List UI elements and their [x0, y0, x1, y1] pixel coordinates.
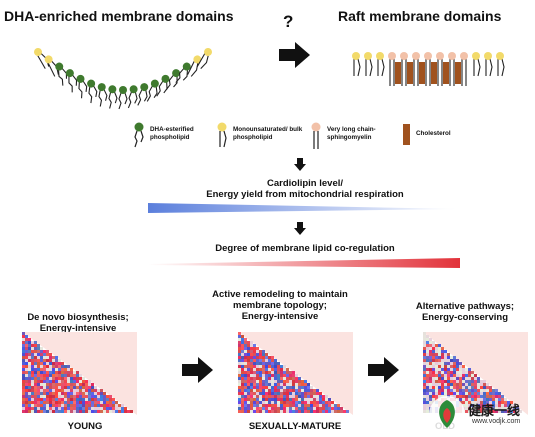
mono-phospholipid [34, 48, 50, 69]
legend: DHA-esterified phospholipid Monounsatura… [130, 122, 451, 152]
cholesterol [395, 62, 401, 84]
left-title: DHA-enriched membrane domains [4, 8, 234, 24]
heatmap-background [423, 332, 528, 415]
stage-mature-caption: Active remodeling to maintain membrane t… [212, 289, 348, 322]
sphingomyelin [424, 52, 432, 86]
sphingomyelin [436, 52, 444, 86]
dha-phospholipid [65, 69, 78, 93]
dha-phospholipid [175, 62, 191, 83]
coregulation-gradient [148, 258, 460, 268]
dha-phospholipid [127, 85, 138, 109]
sphingomyelin [388, 52, 396, 86]
cholesterol [455, 62, 461, 84]
legend-dha-label: DHA-esterified phospholipid [150, 126, 194, 141]
cholesterol-icon [403, 124, 410, 145]
mono-phospholipid-icon [217, 122, 227, 148]
watermark-url: www.vodjk.com [472, 418, 521, 425]
cardiolipin-label: Cardiolipin level/ Energy yield from mit… [206, 178, 404, 200]
heatmap-background [238, 332, 353, 415]
dha-phospholipid [118, 86, 128, 110]
cholesterol [443, 62, 449, 84]
dha-phospholipid [137, 83, 149, 106]
watermark-logo-icon [429, 396, 465, 432]
mono-phospholipid [484, 52, 493, 77]
stage-mature-label: SEXUALLY-MATURE [248, 421, 342, 432]
cholesterol [419, 62, 425, 84]
question-mark: ? [283, 12, 294, 31]
cardiolipin-gradient [148, 203, 460, 213]
down-arrow-icon [294, 158, 306, 171]
dha-membrane [34, 48, 212, 110]
heatmap-background [22, 332, 137, 415]
mono-phospholipid [196, 48, 212, 69]
dha-phospholipid [165, 69, 181, 91]
legend-mono-label: Monounsaturated/ bulk phospholipid [233, 126, 303, 141]
stage-arrow-icon [368, 357, 399, 383]
raft-membrane [352, 52, 505, 86]
stage-young-label: YOUNG [67, 421, 103, 432]
sphingomyelin [460, 52, 468, 86]
cholesterol [407, 62, 413, 84]
right-title: Raft membrane domains [338, 8, 502, 24]
dha-phospholipid [146, 79, 159, 102]
mono-phospholipid [352, 52, 361, 77]
mono-phospholipid [496, 52, 505, 77]
dha-phospholipid [108, 85, 118, 109]
dha-phospholipid [87, 79, 98, 104]
heatmap-mature [238, 332, 353, 415]
dha-phospholipid [76, 74, 88, 99]
dha-phospholipid [97, 83, 108, 107]
sphingomyelin [448, 52, 456, 86]
dha-phospholipid [156, 74, 170, 97]
down-arrow-icon [294, 222, 306, 235]
stage-young-caption: De novo biosynthesis; Energy-intensive [27, 312, 129, 334]
sphingomyelin [400, 52, 408, 86]
watermark-name: 健康一线 [468, 403, 521, 418]
sphingomyelin-icon [311, 122, 321, 149]
transition-arrow-icon [279, 42, 310, 68]
legend-chol-label: Cholesterol [416, 130, 451, 137]
cholesterol [431, 62, 437, 84]
stage-old-caption: Alternative pathways; Energy-conserving [415, 301, 515, 323]
mono-phospholipid [472, 52, 481, 77]
heatmap-young [22, 332, 137, 415]
dha-phospholipid-icon [134, 122, 144, 148]
sphingomyelin [412, 52, 420, 86]
stage-arrow-icon [182, 357, 213, 383]
legend-vlc-label: Very long chain- sphingomyelin [327, 126, 376, 141]
mono-phospholipid [364, 52, 373, 77]
coregulation-label: Degree of membrane lipid co-regulation [215, 243, 395, 254]
mono-phospholipid [376, 52, 385, 77]
